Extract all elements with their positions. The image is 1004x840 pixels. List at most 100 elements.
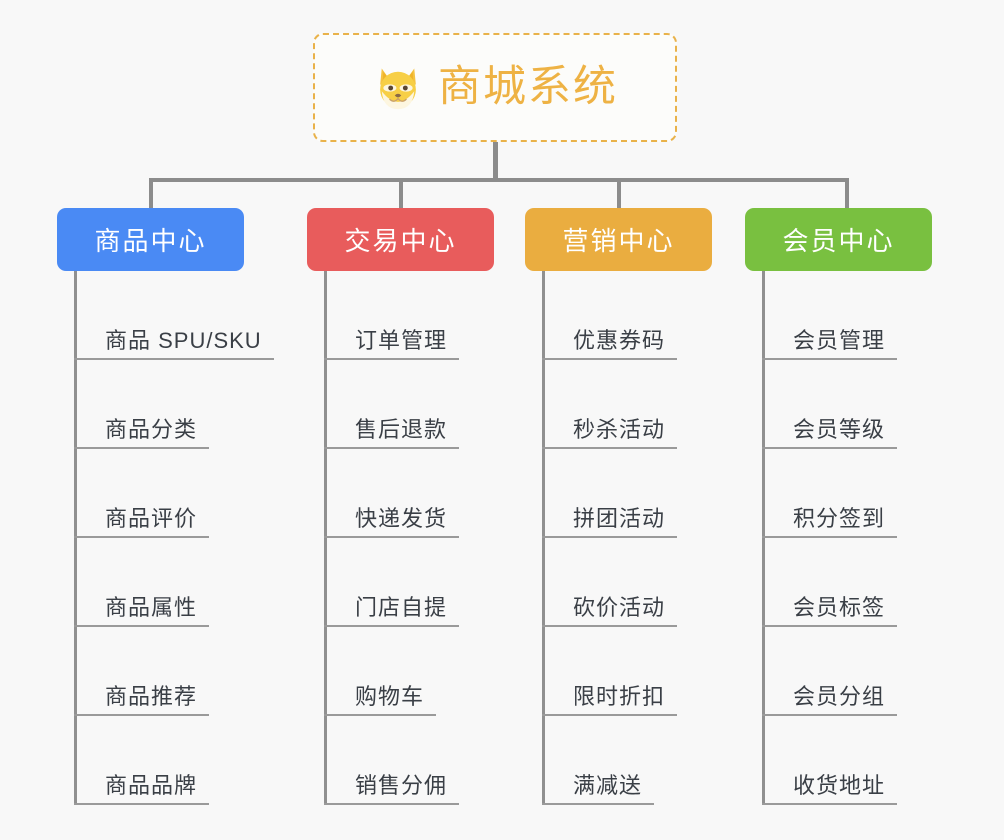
category-title-4: 会员中心 [782, 226, 895, 256]
leaf-label: 拼团活动 [573, 506, 666, 531]
tree-spine-4 [762, 271, 765, 805]
connector-drop-1 [149, 178, 153, 210]
list-item[interactable]: 商品分类 [57, 360, 262, 449]
connector-root-stem [493, 142, 498, 181]
branch-column-1: 商品中心 商品 SPU/SKU 商品分类 商品评价 商品属性 商品推荐 [57, 208, 274, 805]
list-item[interactable]: 销售分佣 [307, 716, 494, 805]
leaf-label: 购物车 [355, 684, 425, 709]
list-item[interactable]: 收货地址 [745, 716, 932, 805]
leaf-underline [542, 625, 677, 627]
leaf-label: 秒杀活动 [573, 417, 666, 442]
root-node[interactable]: 商城系统 [313, 33, 677, 142]
list-item[interactable]: 商品品牌 [57, 716, 262, 805]
connector-horizontal-bus [149, 178, 849, 182]
leaf-label: 商品推荐 [105, 684, 198, 709]
leaf-underline [74, 803, 209, 805]
leaf-label: 销售分佣 [355, 773, 448, 798]
leaf-underline [324, 625, 459, 627]
list-item[interactable]: 快递发货 [307, 449, 494, 538]
leaf-underline [762, 803, 897, 805]
leaf-label: 会员标签 [793, 595, 886, 620]
leaf-underline [762, 447, 897, 449]
tree-spine-2 [324, 271, 327, 805]
list-item[interactable]: 会员分组 [745, 627, 932, 716]
list-item[interactable]: 满减送 [525, 716, 712, 805]
list-item[interactable]: 砍价活动 [525, 538, 712, 627]
list-item[interactable]: 限时折扣 [525, 627, 712, 716]
branch-column-3: 营销中心 优惠券码 秒杀活动 拼团活动 砍价活动 限时折扣 [525, 208, 712, 805]
connector-drop-2 [399, 178, 403, 210]
leaf-underline [762, 536, 897, 538]
leaf-label: 限时折扣 [573, 684, 666, 709]
tree-spine-3 [542, 271, 545, 805]
list-item[interactable]: 订单管理 [307, 271, 494, 360]
leaf-underline [324, 536, 459, 538]
leaf-underline [324, 447, 459, 449]
shiba-dog-face-emoji [372, 62, 424, 114]
connector-drop-3 [617, 178, 621, 210]
root-title: 商城系统 [438, 63, 618, 111]
leaf-label: 会员管理 [793, 328, 886, 353]
leaf-label: 收货地址 [793, 773, 886, 798]
list-item[interactable]: 会员等级 [745, 360, 932, 449]
leaf-underline [762, 358, 897, 360]
leaf-label: 商品评价 [105, 506, 198, 531]
list-item[interactable]: 会员标签 [745, 538, 932, 627]
branch-column-4: 会员中心 会员管理 会员等级 积分签到 会员标签 会员分组 [745, 208, 932, 805]
category-header-4[interactable]: 会员中心 [745, 208, 932, 271]
leaf-label: 商品属性 [105, 595, 198, 620]
leaf-label: 售后退款 [355, 417, 448, 442]
leaf-underline [542, 447, 677, 449]
leaf-underline [74, 536, 209, 538]
leaf-list-2: 订单管理 售后退款 快递发货 门店自提 购物车 销售分佣 [307, 271, 494, 805]
leaf-label: 会员分组 [793, 684, 886, 709]
leaf-label: 商品分类 [105, 417, 198, 442]
category-header-2[interactable]: 交易中心 [307, 208, 494, 271]
leaf-underline [324, 714, 436, 716]
leaf-label: 优惠券码 [573, 328, 666, 353]
list-item[interactable]: 售后退款 [307, 360, 494, 449]
leaf-label: 快递发货 [355, 506, 448, 531]
category-header-3[interactable]: 营销中心 [525, 208, 712, 271]
leaf-underline [542, 536, 677, 538]
list-item[interactable]: 商品 SPU/SKU [57, 271, 274, 360]
leaf-list-1: 商品 SPU/SKU 商品分类 商品评价 商品属性 商品推荐 商品品牌 [57, 271, 274, 805]
branch-column-2: 交易中心 订单管理 售后退款 快递发货 门店自提 购物车 [307, 208, 494, 805]
category-title-3: 营销中心 [562, 226, 675, 256]
connector-drop-4 [845, 178, 849, 210]
leaf-underline [324, 358, 459, 360]
list-item[interactable]: 会员管理 [745, 271, 932, 360]
list-item[interactable]: 积分签到 [745, 449, 932, 538]
leaf-label: 商品 SPU/SKU [105, 328, 262, 353]
leaf-list-4: 会员管理 会员等级 积分签到 会员标签 会员分组 收货地址 [745, 271, 932, 805]
tree-spine-1 [74, 271, 77, 805]
leaf-underline [762, 714, 897, 716]
category-header-1[interactable]: 商品中心 [57, 208, 244, 271]
leaf-underline [762, 625, 897, 627]
list-item[interactable]: 优惠券码 [525, 271, 712, 360]
leaf-label: 订单管理 [355, 328, 448, 353]
leaf-label: 门店自提 [355, 595, 448, 620]
leaf-underline [542, 714, 677, 716]
leaf-underline [74, 358, 274, 360]
list-item[interactable]: 商品属性 [57, 538, 262, 627]
list-item[interactable]: 门店自提 [307, 538, 494, 627]
leaf-label: 砍价活动 [573, 595, 666, 620]
leaf-underline [74, 447, 209, 449]
leaf-label: 积分签到 [793, 506, 886, 531]
leaf-underline [542, 803, 654, 805]
list-item[interactable]: 商品推荐 [57, 627, 262, 716]
category-title-2: 交易中心 [344, 226, 457, 256]
leaf-list-3: 优惠券码 秒杀活动 拼团活动 砍价活动 限时折扣 满减送 [525, 271, 712, 805]
list-item[interactable]: 购物车 [307, 627, 494, 716]
leaf-label: 会员等级 [793, 417, 886, 442]
leaf-label: 商品品牌 [105, 773, 198, 798]
leaf-underline [324, 803, 459, 805]
list-item[interactable]: 秒杀活动 [525, 360, 712, 449]
leaf-underline [74, 625, 209, 627]
list-item[interactable]: 拼团活动 [525, 449, 712, 538]
category-title-1: 商品中心 [94, 226, 207, 256]
leaf-underline [542, 358, 677, 360]
list-item[interactable]: 商品评价 [57, 449, 262, 538]
